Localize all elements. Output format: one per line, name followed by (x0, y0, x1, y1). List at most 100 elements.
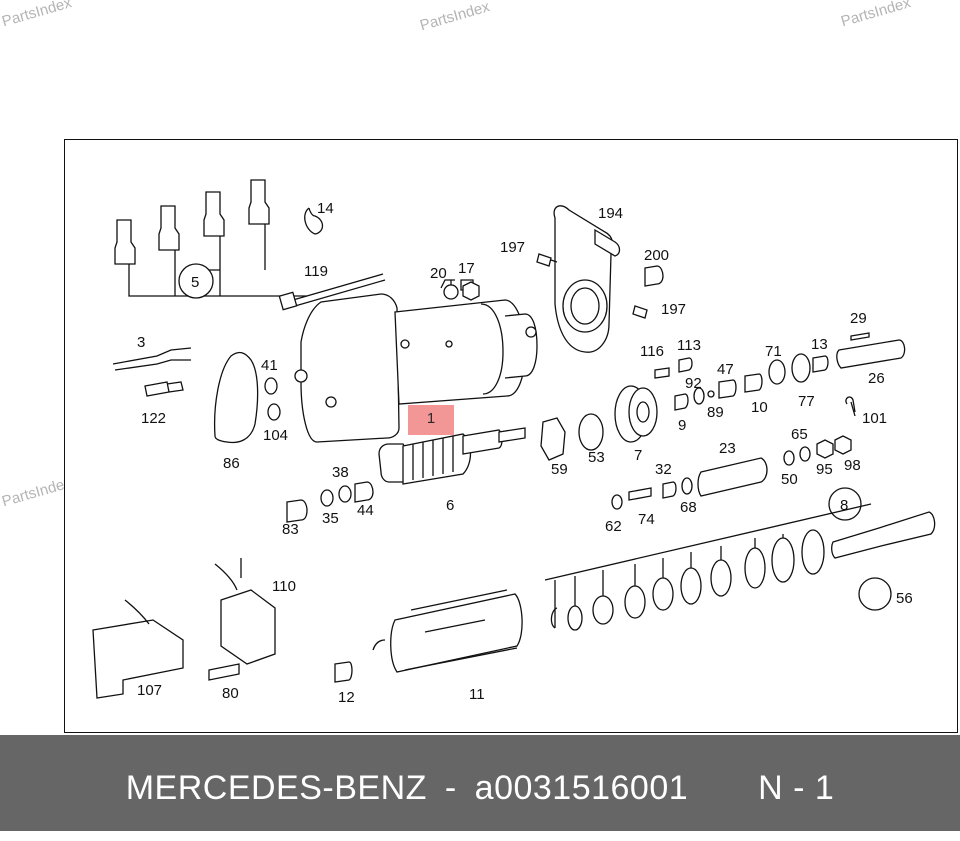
part-label: 10 (751, 399, 768, 416)
part-label: 71 (765, 343, 782, 360)
washer-drawing (693, 387, 705, 405)
part-label: 14 (317, 200, 334, 217)
part-label: 20 (430, 265, 447, 282)
part-label: 122 (141, 410, 166, 427)
terminal-drawing (112, 347, 192, 371)
highlighted-part-label: 1 (426, 410, 436, 427)
part-label: 41 (261, 357, 278, 374)
screw-drawing (632, 305, 648, 319)
part-label: 29 (850, 310, 867, 327)
pulley-drawing (614, 385, 658, 443)
solenoid-drawing (214, 558, 276, 665)
part-label: 7 (634, 447, 642, 464)
part-label: 116 (640, 343, 664, 360)
part-label: 68 (680, 499, 697, 516)
part-label: 8 (840, 497, 848, 514)
watermark: PartsIndex (839, 0, 913, 31)
part-label: 119 (304, 263, 328, 280)
washer-drawing (264, 377, 278, 395)
bushing-drawing (812, 355, 829, 373)
part-label: 12 (338, 689, 355, 706)
armature-drawing (378, 427, 526, 485)
spring-drawing (654, 367, 670, 379)
part-label: 11 (469, 686, 485, 703)
part-label: 23 (719, 440, 736, 457)
part-label: 92 (685, 375, 702, 392)
part-label: 17 (458, 260, 475, 277)
part-label: 62 (605, 518, 622, 535)
bushing-drawing (718, 379, 737, 399)
bushing-drawing (644, 265, 664, 287)
washer-drawing (320, 489, 334, 507)
separator: - (444, 769, 457, 807)
clip-drawing (304, 207, 324, 235)
spring-drawing (628, 487, 652, 501)
bushing-drawing (744, 373, 763, 393)
footer-caption: MERCEDES-BENZ - a0031516001 N - 1 (0, 735, 960, 831)
spring-drawing (208, 663, 240, 681)
gear-plate-drawing (578, 413, 604, 451)
diagram-position: N - 1 (758, 769, 835, 807)
washer-drawing (338, 485, 352, 503)
bushing-drawing (678, 357, 693, 373)
part-label: 80 (222, 685, 239, 702)
brand-name: MERCEDES-BENZ (125, 769, 427, 807)
pinion-assembly-drawing (544, 487, 936, 581)
part-label: 26 (868, 370, 885, 387)
seal-ring-drawing (213, 351, 259, 444)
washer-drawing (783, 450, 795, 466)
washer-drawing (443, 284, 459, 300)
part-label: 13 (811, 336, 828, 353)
bracket-drawing (553, 205, 621, 353)
bushing-drawing (662, 481, 677, 499)
part-label: 59 (551, 461, 568, 478)
part-label: 200 (644, 247, 669, 264)
part-label: 95 (816, 461, 833, 478)
nut-drawing (462, 281, 480, 301)
bolt-drawing (278, 273, 386, 311)
starter-motor-exploded-diagram: 14 5 119 20 17 194 197 200 197 3 41 104 … (92, 179, 936, 706)
highlighted-part-marker[interactable]: 1 (408, 405, 454, 435)
pinion-drawing (286, 499, 308, 523)
part-label: 9 (678, 417, 686, 434)
wrench-icon-drawing (858, 577, 892, 611)
part-label: 53 (588, 449, 605, 466)
bushing-drawing (354, 481, 374, 503)
cotter-pin-drawing (845, 396, 856, 417)
snap-ring-series-drawing (550, 529, 825, 631)
part-label: 77 (798, 393, 815, 410)
key-drawing (850, 332, 870, 341)
part-label: 6 (446, 497, 454, 514)
nut-drawing (144, 381, 184, 397)
watermark: PartsIndex (0, 0, 74, 31)
washer-drawing (681, 477, 693, 495)
housing-cover-drawing (92, 599, 184, 699)
parts-diagram-frame: 14 5 119 20 17 194 197 200 197 3 41 104 … (64, 139, 958, 733)
washer-drawing (267, 403, 281, 421)
part-label: 194 (598, 205, 623, 222)
part-label: 113 (677, 337, 701, 354)
part-label: 89 (707, 404, 724, 421)
part-label: 104 (263, 427, 288, 444)
shaft-drawing (697, 457, 768, 497)
part-label: 5 (191, 274, 199, 291)
plate-drawing (540, 417, 566, 461)
part-label: 98 (844, 457, 861, 474)
part-label: 38 (332, 464, 349, 481)
part-label: 50 (781, 471, 798, 488)
part-label: 32 (655, 461, 672, 478)
part-label: 83 (282, 521, 299, 538)
part-label: 101 (862, 410, 887, 427)
watermark: PartsIndex (0, 474, 74, 511)
footer-bar: MERCEDES-BENZ - a0031516001 N - 1 (0, 735, 960, 831)
washer-drawing (799, 446, 811, 462)
ring-drawing (791, 353, 811, 383)
watermark: PartsIndex (418, 0, 492, 35)
field-coil-drawing (372, 589, 523, 673)
part-label: 56 (896, 590, 913, 607)
part-label: 44 (357, 502, 374, 519)
bushing-drawing (674, 393, 689, 411)
nut-drawing (816, 439, 834, 459)
part-label: 86 (223, 455, 240, 472)
shaft-drawing (836, 339, 906, 369)
